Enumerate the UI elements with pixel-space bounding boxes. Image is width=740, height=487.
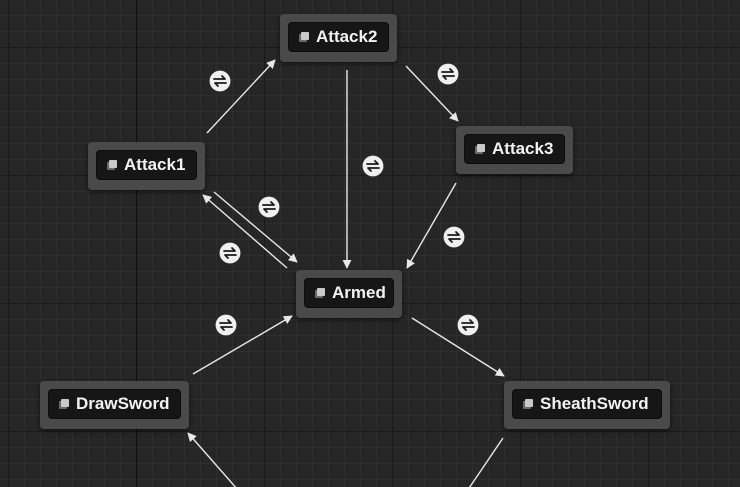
state-icon	[523, 399, 533, 409]
state-icon	[315, 288, 325, 298]
transition-rule-icon[interactable]	[208, 69, 232, 93]
arrow-armed-to-sheathsword	[411, 317, 505, 377]
state-icon	[59, 399, 69, 409]
state-node-drawsword[interactable]: DrawSword	[40, 381, 189, 429]
state-node-attack1[interactable]: Attack1	[88, 142, 205, 190]
arrow-attack2-to-attack3	[405, 65, 459, 122]
arrow-attack1-to-armed	[213, 191, 298, 263]
state-node-body[interactable]: SheathSword	[512, 389, 662, 419]
arrow-sheathsword-to-drawsword	[468, 437, 504, 487]
transition-rule-icon[interactable]	[257, 195, 281, 219]
state-node-attack3[interactable]: Attack3	[456, 126, 573, 174]
state-label: Armed	[332, 283, 386, 302]
state-node-body[interactable]: Attack1	[96, 150, 197, 180]
state-icon	[299, 32, 309, 42]
transition-rule-icon[interactable]	[456, 313, 480, 337]
state-icon	[107, 160, 117, 170]
arrow-armed-to-attack1	[202, 194, 288, 269]
transition-rule-icon[interactable]	[442, 225, 466, 249]
state-label: Attack3	[492, 139, 554, 158]
state-node-body[interactable]: Armed	[304, 278, 394, 308]
state-node-body[interactable]: DrawSword	[48, 389, 181, 419]
transition-rule-icon[interactable]	[218, 241, 242, 265]
state-node-attack2[interactable]: Attack2	[280, 14, 397, 62]
state-label: SheathSword	[540, 394, 649, 413]
state-node-sheathsword[interactable]: SheathSword	[504, 381, 670, 429]
transition-rule-icon[interactable]	[436, 62, 460, 86]
state-node-body[interactable]: Attack3	[464, 134, 565, 164]
arrow-drawsword-to-armed	[192, 315, 293, 375]
state-node-body[interactable]: Attack2	[288, 22, 389, 52]
transition-rule-icon[interactable]	[214, 313, 238, 337]
arrow-attack3-to-armed	[406, 182, 457, 269]
graph-origin-axis	[136, 0, 137, 487]
state-node-armed[interactable]: Armed	[296, 270, 402, 318]
state-label: Attack2	[316, 27, 378, 46]
state-icon	[475, 144, 485, 154]
transition-rule-icon[interactable]	[361, 154, 385, 178]
state-label: Attack1	[124, 155, 186, 174]
state-label: DrawSword	[76, 394, 170, 413]
arrow-attack1-to-attack2	[206, 59, 276, 134]
arrow-into-drawsword	[187, 432, 237, 487]
